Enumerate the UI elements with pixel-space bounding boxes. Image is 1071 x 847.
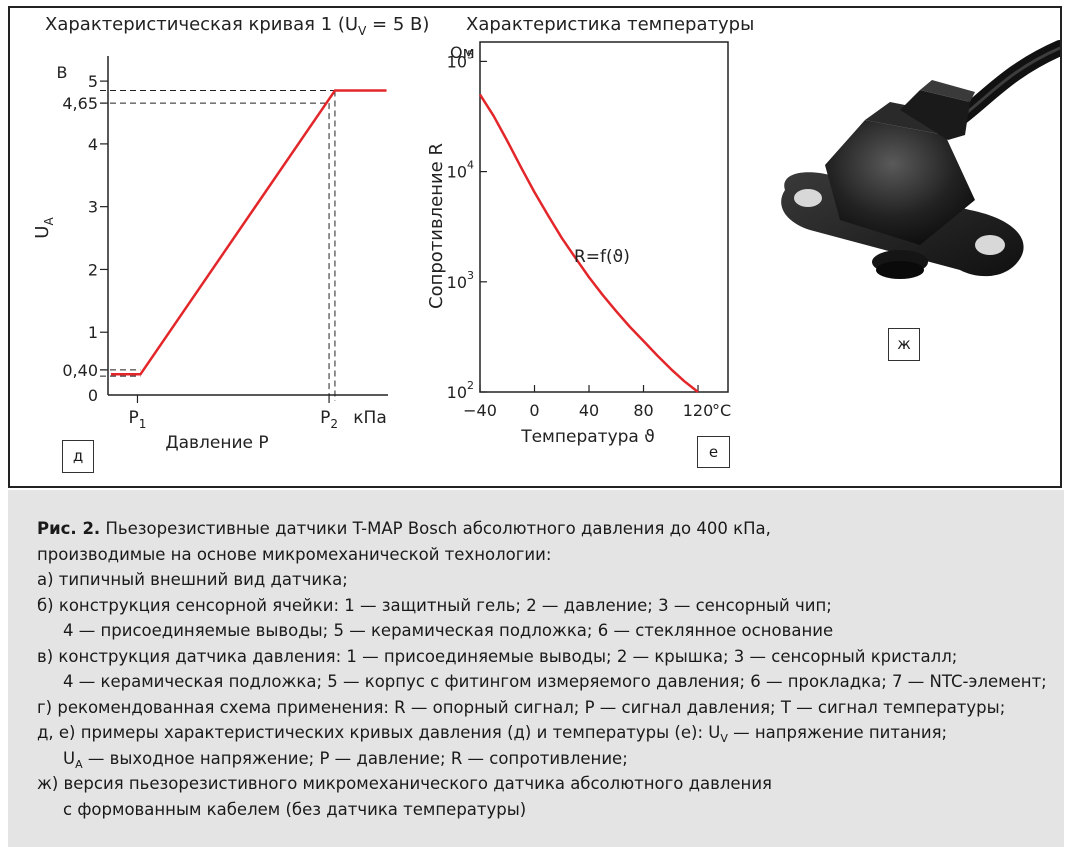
x-axis-label: Давление P bbox=[165, 433, 268, 453]
x-tick-label-subscript: 1 bbox=[139, 417, 147, 431]
y-tick-label: 2 bbox=[88, 260, 98, 279]
x-tick-label: −40 bbox=[463, 401, 497, 420]
y-axis-label: UA bbox=[32, 217, 56, 239]
y-tick-label: 103 bbox=[447, 269, 474, 292]
chart-title: Характеристика температуры bbox=[466, 14, 754, 35]
caption-item-zh-cont: с формованным кабелем (без датчика темпе… bbox=[63, 799, 527, 819]
y-tick-label-text: 10 bbox=[447, 163, 467, 182]
caption-figure-number: Рис. 2. bbox=[37, 519, 101, 538]
y-tick-label-text: 10 bbox=[447, 383, 467, 402]
y-tick-label-superscript: 3 bbox=[467, 269, 474, 282]
y-tick-label-superscript: 5 bbox=[467, 48, 474, 61]
x-tick-label-subscript: 2 bbox=[330, 417, 338, 431]
x-tick-label: 40 bbox=[579, 401, 599, 420]
y-tick-label: 5 bbox=[88, 72, 98, 91]
y-axis-label-text: U bbox=[32, 226, 53, 239]
panel-label-d: д bbox=[62, 440, 94, 473]
figure-frame: Характеристическая кривая 1 (UV = 5 В) В U… bbox=[8, 6, 1062, 488]
x-tick-label: 0 bbox=[529, 401, 539, 420]
x-tick-label-text: P bbox=[320, 408, 330, 428]
series-line bbox=[478, 93, 699, 393]
y-axis-label-subscript: A bbox=[42, 217, 56, 226]
pressure-chart: Характеристическая кривая 1 (UV = 5 В) В U… bbox=[32, 14, 429, 453]
x-tick-label: P1 bbox=[129, 408, 147, 431]
mounting-hole-right bbox=[975, 235, 1005, 255]
plot-frame bbox=[479, 41, 729, 393]
figure-caption: Рис. 2. Пьезорезистивные датчики T-MAP B… bbox=[8, 490, 1064, 847]
y-axis-label: Сопротивление R bbox=[426, 143, 447, 309]
caption-title-line: Рис. 2. Пьезорезистивные датчики T-MAP B… bbox=[37, 516, 1047, 542]
caption-title: Пьезорезистивные датчики T-MAP Bosch абс… bbox=[100, 519, 771, 538]
x-tick-label-text: P bbox=[129, 408, 139, 428]
caption-subscript: A bbox=[75, 757, 83, 771]
x-tick-label: 80 bbox=[633, 401, 653, 420]
y-tick-label-text: 10 bbox=[447, 273, 467, 292]
caption-item-de: д, е) примеры характеристических кривых … bbox=[37, 720, 1047, 746]
caption-text-part: — выходное напряжение; P — давление; R —… bbox=[82, 748, 628, 768]
y-tick-label: 1 bbox=[88, 323, 98, 342]
x-axis-label: Температура ϑ bbox=[520, 427, 655, 447]
caption-subscript: V bbox=[720, 732, 728, 745]
caption-item-a: а) типичный внешний вид датчика; bbox=[37, 570, 348, 589]
caption-item-zh: ж) версия пьезорезистивного микромеханич… bbox=[37, 774, 772, 793]
caption-item-b-cont: 4 — присоединяемые выводы; 5 — керамичес… bbox=[63, 621, 834, 640]
caption-text-part: д, е) примеры характеристических кривых … bbox=[37, 723, 721, 742]
x-tick-label: 120 bbox=[683, 401, 714, 420]
temperature-chart: Характеристика температурыОмСопротивлени… bbox=[426, 14, 754, 447]
y-tick-label: 0 bbox=[88, 386, 98, 405]
chart-title: Характеристическая кривая 1 (UV = 5 В) bbox=[45, 14, 429, 38]
caption-text-part: — напряжение питания; bbox=[727, 723, 948, 742]
caption-item-v: в) конструкция датчика давления: 1 — при… bbox=[37, 646, 958, 666]
chart-title-subscript: V bbox=[358, 24, 367, 38]
panel-label-e: е bbox=[697, 436, 730, 468]
y-tick-label: 0,40 bbox=[62, 361, 98, 380]
curve-annotation: R=f(ϑ) bbox=[574, 247, 630, 267]
y-tick-label: 102 bbox=[447, 379, 474, 402]
sensor-body bbox=[825, 120, 975, 245]
chart-title-text: = 5 В) bbox=[366, 14, 429, 35]
y-tick-label: 3 bbox=[88, 198, 98, 217]
x-tick-label: P2 bbox=[320, 408, 338, 431]
series-line bbox=[110, 89, 387, 376]
y-tick-label: 105 bbox=[447, 48, 474, 71]
figure-canvas: Характеристическая кривая 1 (UV = 5 В) В U… bbox=[32, 14, 1060, 453]
caption-item-de-cont: UA — выходное напряжение; P — давление; … bbox=[37, 746, 1047, 772]
x-unit-label: °C bbox=[712, 401, 731, 420]
caption-line: производимые на основе микромеханической… bbox=[37, 544, 552, 564]
y-unit-label: В bbox=[57, 63, 68, 82]
y-tick-label: 4,65 bbox=[62, 94, 98, 113]
connector bbox=[900, 90, 970, 140]
caption-text-part: U bbox=[63, 748, 76, 768]
panel-label-zh: ж bbox=[888, 328, 920, 361]
y-tick-label-text: 10 bbox=[447, 52, 467, 71]
y-tick-label: 104 bbox=[447, 159, 474, 182]
sensor-photo bbox=[781, 40, 1060, 279]
y-tick-label-superscript: 2 bbox=[467, 379, 474, 392]
y-unit-label: Ом bbox=[450, 43, 475, 62]
y-tick-label: 4 bbox=[88, 135, 98, 154]
caption-text: Рис. 2. Пьезорезистивные датчики T-MAP B… bbox=[37, 516, 1047, 822]
chart-title-text: Характеристическая кривая 1 (U bbox=[45, 14, 358, 35]
mounting-hole-left bbox=[794, 189, 822, 207]
y-tick-label-superscript: 4 bbox=[467, 159, 474, 172]
caption-item-b: б) конструкция сенсорной ячейки: 1 — защ… bbox=[37, 595, 832, 615]
x-unit-label: кПа bbox=[353, 408, 386, 428]
caption-item-v-cont: 4 — керамическая подложка; 5 — корпус с … bbox=[63, 672, 1047, 691]
caption-item-g: г) рекомендованная схема применения: R —… bbox=[37, 697, 1006, 717]
